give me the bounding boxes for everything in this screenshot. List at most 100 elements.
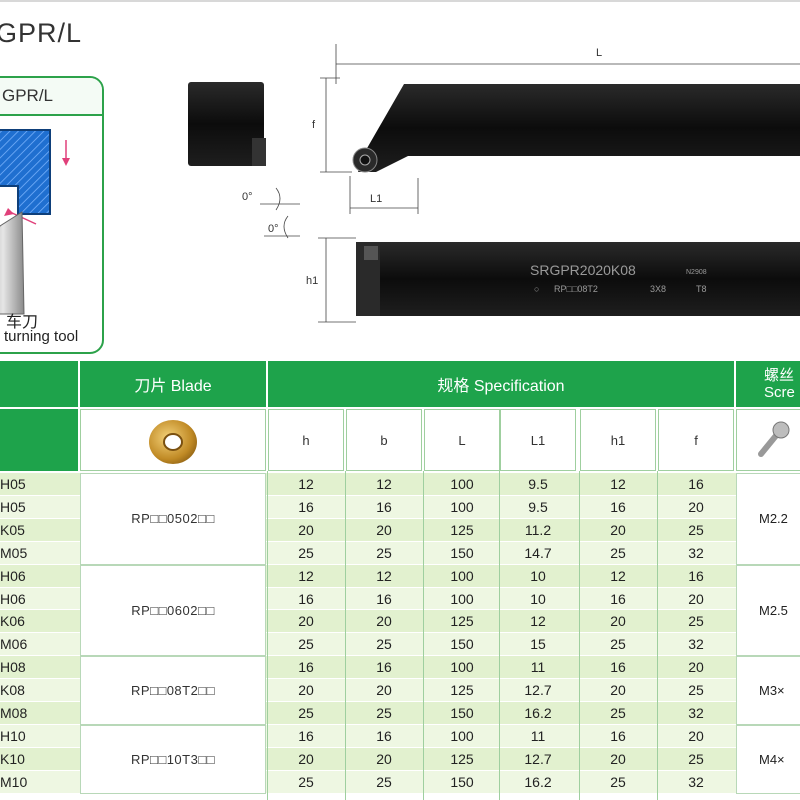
dim-f-label: f xyxy=(312,119,316,131)
row-divider xyxy=(0,792,800,794)
cell-b: 12 xyxy=(376,476,392,492)
cell-b: 25 xyxy=(376,773,392,790)
row-divider xyxy=(0,540,800,542)
svg-text:○: ○ xyxy=(534,284,539,294)
row-divider xyxy=(0,609,800,611)
cell-l1: 9.5 xyxy=(528,476,548,492)
screw-group-cell: M2.2 xyxy=(736,473,800,565)
screw-group-cell: M3× xyxy=(736,656,800,725)
cell-b: 16 xyxy=(376,659,392,676)
angle-1-label: 0° xyxy=(242,191,253,203)
cell-l: 150 xyxy=(450,544,474,561)
row-divider xyxy=(0,494,800,496)
cell-h1: 25 xyxy=(610,705,626,721)
cell-b: 20 xyxy=(376,613,392,630)
cell-h: 20 xyxy=(298,613,314,630)
cell-l: 125 xyxy=(450,521,474,538)
blade-group-cell: RP□□0602□□ xyxy=(80,564,266,657)
column-divider xyxy=(499,471,500,800)
cell-l1: 16.2 xyxy=(524,773,552,790)
marking-screw: 3X8 xyxy=(650,284,666,294)
holder-marking: SRGPR2020K08 xyxy=(530,262,636,278)
column-divider xyxy=(423,471,424,800)
cell-h1: 20 xyxy=(610,750,626,767)
cell-h: 16 xyxy=(298,590,314,607)
model-code: K08 xyxy=(0,682,25,699)
page-title: GPR/L xyxy=(0,18,83,48)
row-divider xyxy=(0,586,800,588)
model-code: H10 xyxy=(0,727,26,744)
model-code: H06 xyxy=(0,590,26,607)
cell-h: 16 xyxy=(298,659,314,676)
header-blade: 刀片 Blade xyxy=(80,361,266,407)
row-divider xyxy=(0,701,800,702)
model-code: H06 xyxy=(0,567,26,584)
cell-h: 20 xyxy=(298,521,314,538)
cell-b: 20 xyxy=(376,750,392,767)
cell-l1: 11 xyxy=(530,727,546,744)
cell-l1: 11 xyxy=(530,659,546,676)
model-subheader xyxy=(0,409,78,471)
screw-icon xyxy=(758,421,790,457)
cell-b: 16 xyxy=(376,590,392,607)
spec-header-l: L xyxy=(424,409,500,471)
cell-l1: 16.2 xyxy=(524,705,552,721)
model-code: H05 xyxy=(0,498,26,515)
model-code: M06 xyxy=(0,636,28,653)
blade-image-cell xyxy=(80,409,266,471)
cell-l1: 10 xyxy=(530,567,546,584)
model-code: K10 xyxy=(0,750,25,767)
cell-f: 25 xyxy=(688,750,704,767)
cell-f: 32 xyxy=(688,705,704,721)
row-divider xyxy=(0,746,800,748)
cell-b: 16 xyxy=(376,727,392,744)
cell-b: 20 xyxy=(376,521,392,538)
cell-l1: 12.7 xyxy=(524,750,552,767)
angle-2-label: 0° xyxy=(268,223,279,235)
cell-l1: 12 xyxy=(530,613,546,630)
row-divider xyxy=(0,723,800,725)
cell-l: 150 xyxy=(450,705,474,721)
cell-h1: 12 xyxy=(610,567,626,584)
model-code: M05 xyxy=(0,544,28,561)
model-code: H08 xyxy=(0,659,26,676)
row-divider xyxy=(0,563,800,565)
cell-h1: 20 xyxy=(610,682,626,699)
cell-h: 25 xyxy=(298,705,314,721)
screw-group-cell: M4× xyxy=(736,724,800,794)
card-title: GPR/L xyxy=(2,86,54,105)
row-divider xyxy=(0,655,800,657)
spec-header-b: b xyxy=(346,409,422,471)
spec-header-h: h xyxy=(268,409,344,471)
cell-l: 150 xyxy=(450,636,474,653)
cell-f: 25 xyxy=(688,682,704,699)
insert-icon xyxy=(149,420,197,464)
cell-h1: 25 xyxy=(610,544,626,561)
dim-L-label: L xyxy=(596,47,602,59)
column-divider xyxy=(267,471,268,800)
cell-h1: 20 xyxy=(610,613,626,630)
model-code: H05 xyxy=(0,476,26,492)
cell-b: 25 xyxy=(376,705,392,721)
cell-h: 12 xyxy=(298,476,314,492)
cell-b: 12 xyxy=(376,567,392,584)
cell-h1: 12 xyxy=(610,476,626,492)
cell-f: 20 xyxy=(688,727,704,744)
end-view-icon xyxy=(188,82,266,166)
cell-l: 100 xyxy=(450,727,474,744)
cell-l1: 11.2 xyxy=(524,521,552,538)
cell-h1: 25 xyxy=(610,636,626,653)
row-divider xyxy=(0,678,800,680)
marking-small: N2908 xyxy=(686,269,707,276)
marking-insert: RP□□08T2 xyxy=(554,284,598,294)
turning-diagram-icon xyxy=(0,129,70,315)
cell-h: 20 xyxy=(298,682,314,699)
cell-h1: 16 xyxy=(610,659,626,676)
cell-b: 20 xyxy=(376,682,392,699)
cell-f: 25 xyxy=(688,521,704,538)
column-divider xyxy=(579,471,580,800)
dim-h1-label: h1 xyxy=(306,275,318,287)
blade-group-cell: RP□□10T3□□ xyxy=(80,724,266,794)
cell-l: 150 xyxy=(450,773,474,790)
